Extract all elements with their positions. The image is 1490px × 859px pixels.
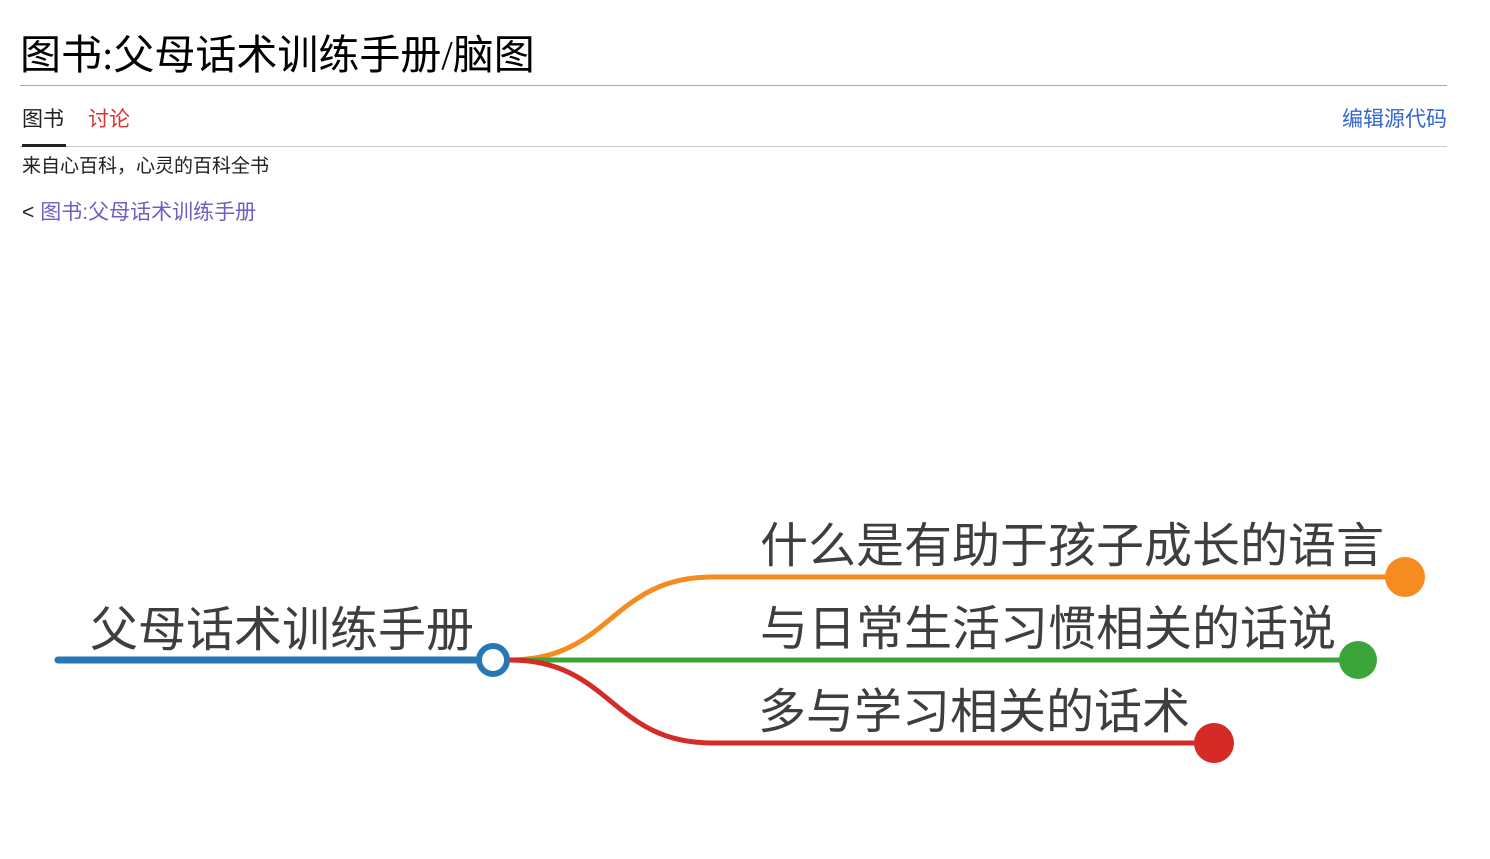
tab-talk[interactable]: 讨论 (88, 108, 130, 131)
branch-label-green: 与日常生活习惯相关的话说 (760, 603, 1336, 656)
title-divider (20, 85, 1447, 86)
branch-node-dot-red[interactable] (1194, 723, 1234, 763)
page-title: 图书:父母话术训练手册/脑图 (20, 32, 535, 78)
root-node-circle[interactable] (476, 643, 510, 677)
branch-node-dot-orange[interactable] (1385, 557, 1425, 597)
branch-link-orange (507, 574, 1389, 663)
branch-label-red: 多与学习相关的话术 (758, 686, 1190, 739)
root-node-label: 父母话术训练手册 (90, 604, 474, 657)
active-tab-indicator (22, 144, 66, 147)
edit-source-link[interactable]: 编辑源代码 (1342, 108, 1447, 131)
breadcrumb: <图书:父母话术训练手册 (22, 200, 256, 225)
parent-page-link[interactable]: 图书:父母话术训练手册 (40, 201, 257, 224)
site-tagline: 来自心百科，心灵的百科全书 (22, 156, 270, 177)
tab-book[interactable]: 图书 (22, 108, 64, 131)
branch-link-red (507, 657, 1197, 746)
tabs-divider (20, 146, 1447, 147)
branch-label-orange: 什么是有助于孩子成长的语言 (760, 520, 1384, 573)
branch-node-dot-green[interactable] (1339, 641, 1377, 679)
back-arrow: < (22, 201, 35, 224)
